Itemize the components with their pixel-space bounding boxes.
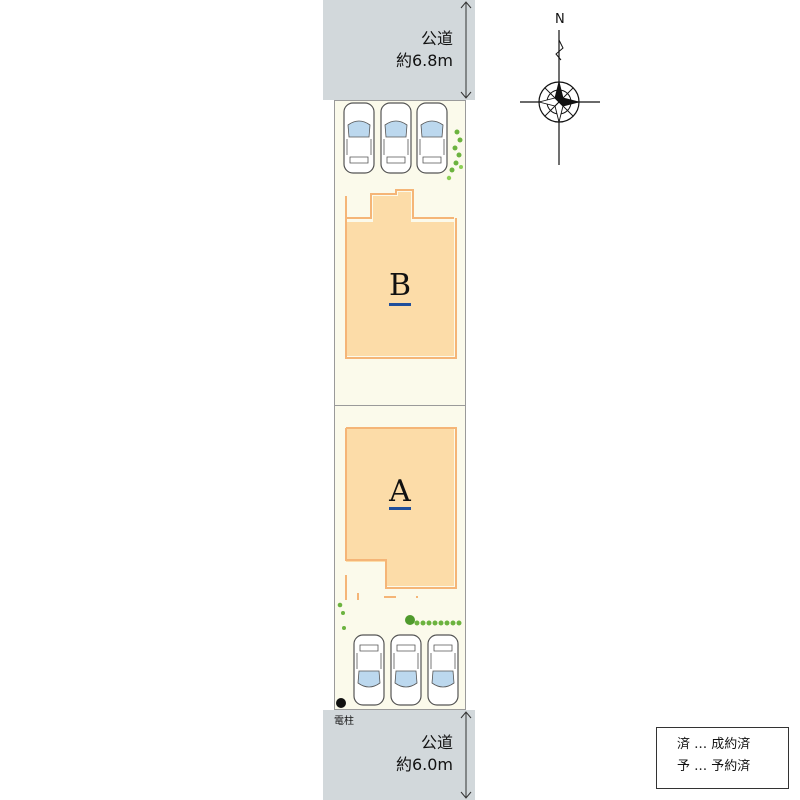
house-b-outline <box>345 189 457 359</box>
legend-mark-reserved: 予 <box>677 759 691 774</box>
car <box>353 634 385 706</box>
south-road-width: 約6.0m <box>395 755 453 774</box>
south-road-name: 公道 <box>420 733 453 752</box>
legend-row-reserved: 予 … 予約済 <box>677 756 788 778</box>
car <box>380 102 412 174</box>
legend-meaning-reserved: 予約済 <box>711 759 751 774</box>
north-public-road: 公道 約6.8m <box>323 0 475 100</box>
plants-lot-b <box>446 129 463 181</box>
legend-row-sold: 済 … 成約済 <box>677 734 788 756</box>
lot-a-label: A <box>389 474 411 509</box>
legend-separator: … <box>694 759 708 774</box>
lot-b-label: B <box>388 268 412 303</box>
house-b-footprint <box>346 192 454 356</box>
compass-north-label: N <box>555 12 565 27</box>
car <box>427 634 459 706</box>
car <box>416 102 448 174</box>
north-road-width-arrow <box>460 1 472 99</box>
lot-a-label-underline <box>389 507 411 510</box>
north-road-label: 公道 約6.8m <box>396 28 453 72</box>
utility-pole-marker <box>336 698 346 708</box>
utility-pole-label: 電柱 <box>334 716 354 727</box>
legend-mark-sold: 済 <box>677 737 691 752</box>
south-road-label: 公道 約6.0m <box>396 732 453 776</box>
north-road-name: 公道 <box>420 29 453 48</box>
south-public-road: 公道 約6.0m <box>323 710 475 800</box>
compass-rose <box>520 30 600 165</box>
parking-space-cars-lot-a <box>353 634 459 706</box>
legend: 済 … 成約済 予 … 予約済 <box>656 727 789 789</box>
house-a-outline <box>345 427 457 600</box>
car <box>343 102 375 174</box>
parking-space-cars-lot-b <box>343 102 448 174</box>
south-road-width-arrow <box>460 711 472 799</box>
plants-lot-a <box>337 602 462 630</box>
legend-meaning-sold: 成約済 <box>711 737 751 752</box>
car <box>390 634 422 706</box>
legend-separator: … <box>694 737 708 752</box>
lot-b-label-underline <box>389 303 411 306</box>
north-road-width: 約6.8m <box>395 51 453 70</box>
